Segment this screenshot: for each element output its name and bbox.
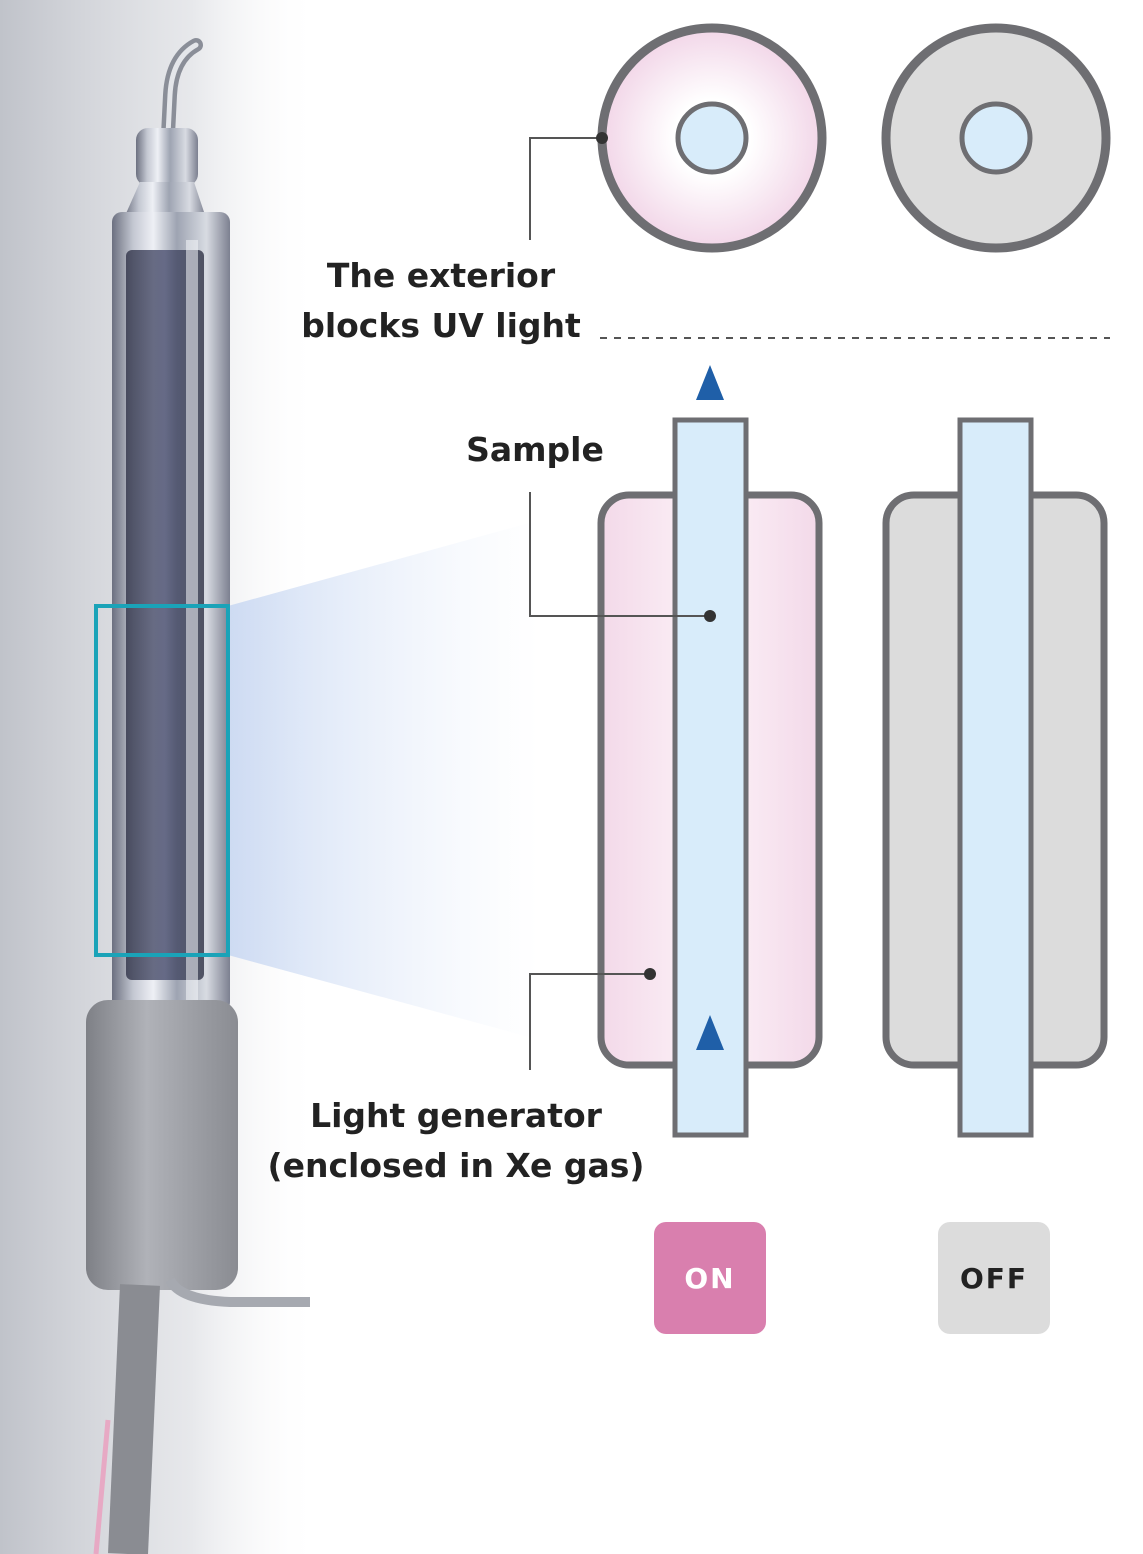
- exterior-label-line2: blocks UV light: [301, 306, 581, 345]
- lamp-sleeve: [86, 1000, 238, 1290]
- off-sample-channel: [957, 417, 1034, 1138]
- lamp-cap: [136, 128, 198, 186]
- outflow-arrow: [696, 365, 724, 400]
- on-longitudinal-view: [597, 365, 823, 1155]
- generator-label-line2: (enclosed in Xe gas): [267, 1146, 645, 1185]
- off-longitudinal-view: [882, 417, 1108, 1138]
- exterior-leader-line: [529, 137, 602, 240]
- lamp-wire-bottom: [165, 1277, 310, 1307]
- lamp-photo: [86, 38, 310, 1554]
- exterior-leader-dot: [596, 132, 608, 144]
- highlight-box: [94, 604, 230, 957]
- generator-leader-dot: [644, 968, 656, 980]
- exterior-label-line1: The exterior: [326, 256, 556, 295]
- sample-label: Sample: [466, 430, 604, 469]
- generator-leader-line: [529, 973, 650, 1070]
- lamp-cable: [108, 1284, 160, 1554]
- lamp-inner: [126, 250, 204, 980]
- generator-label-line1: Light generator: [310, 1096, 602, 1135]
- inflow-arrow: [696, 1015, 724, 1050]
- sample-leader-dot: [704, 610, 716, 622]
- lamp-neck: [124, 182, 206, 218]
- off-state-badge: OFF: [938, 1222, 1050, 1334]
- off-cross-section: [881, 23, 1111, 253]
- on-cross-section: [597, 23, 827, 253]
- sample-leader-line: [529, 492, 710, 617]
- on-state-badge: ON: [654, 1222, 766, 1334]
- light-beam: [228, 520, 540, 1040]
- on-sample-channel: [672, 417, 749, 1138]
